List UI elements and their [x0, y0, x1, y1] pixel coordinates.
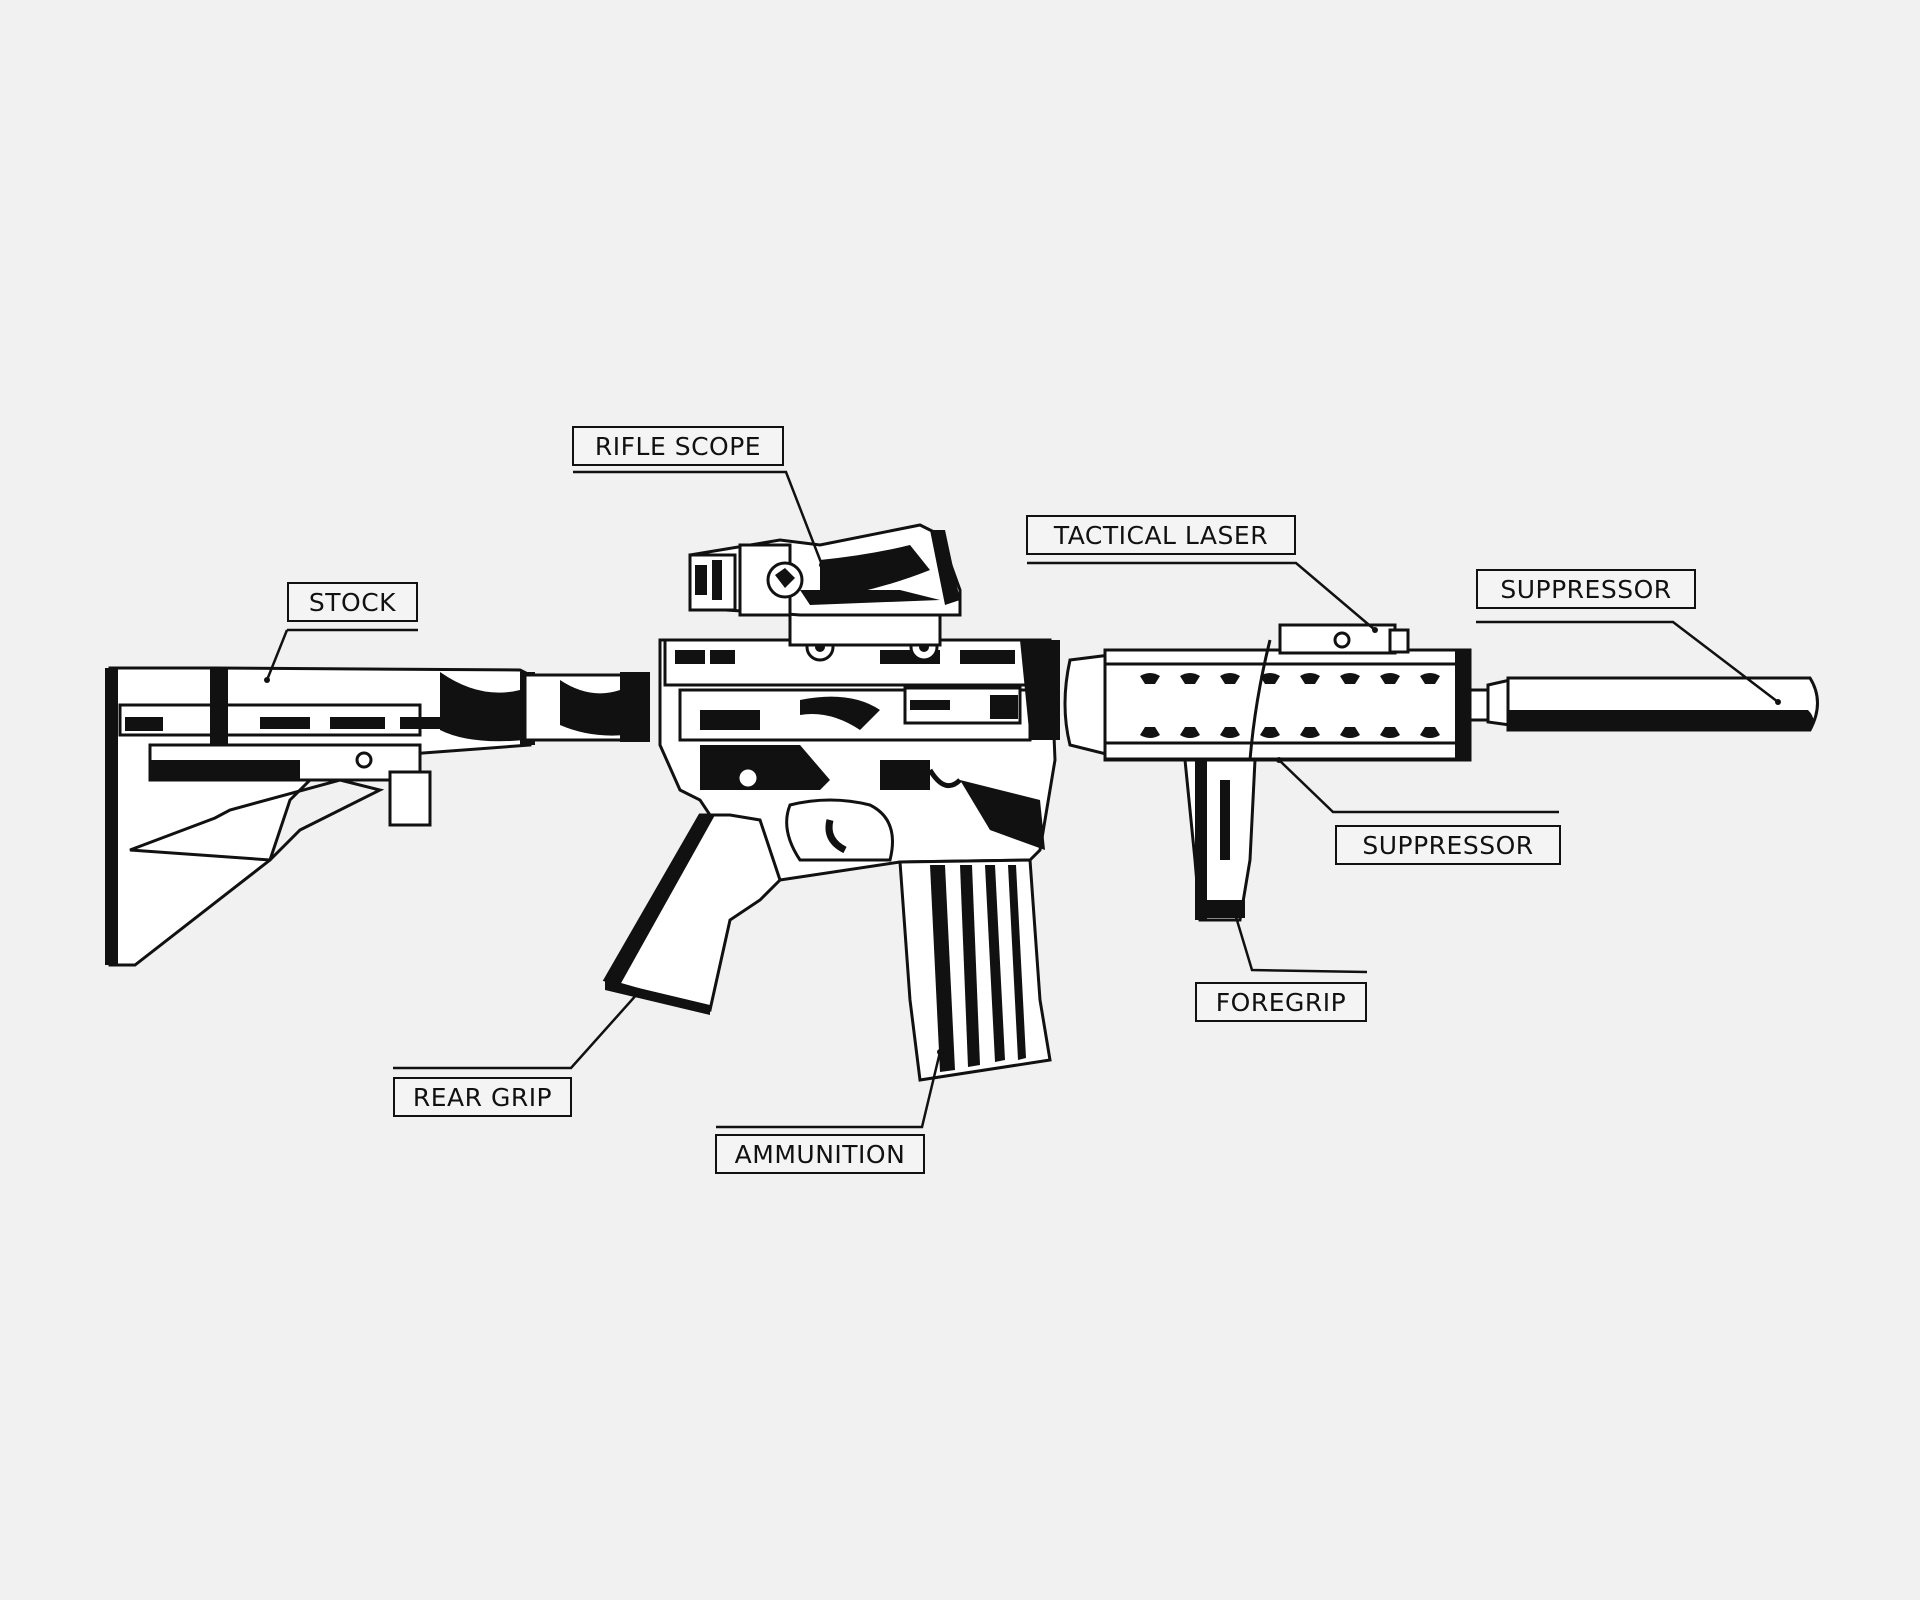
leader-line-tactical-laser	[1027, 561, 1376, 631]
leader-line-suppressor-top	[1476, 620, 1779, 703]
leader-line-foregrip	[1231, 906, 1368, 974]
leader-line-suppressor-bottom	[1278, 759, 1559, 814]
label-foregrip: FOREGRIP	[1195, 982, 1367, 1022]
label-suppressor-top: SUPPRESSOR	[1476, 569, 1696, 609]
rifle-scope-shape	[688, 523, 962, 647]
label-tactical-laser: TACTICAL LASER	[1026, 515, 1296, 555]
leader-line-rear-grip	[393, 992, 639, 1070]
leader-dots	[264, 562, 1781, 1055]
label-ammunition: AMMUNITION	[715, 1134, 925, 1174]
stock-shape	[105, 666, 535, 967]
label-suppressor-bottom: SUPPRESSOR	[1335, 825, 1561, 865]
label-rear-grip: REAR GRIP	[393, 1077, 572, 1117]
label-stock: STOCK	[287, 582, 418, 622]
foregrip-shape	[1183, 758, 1257, 922]
label-rifle-scope: RIFLE SCOPE	[572, 426, 784, 466]
magazine-shape	[898, 858, 1052, 1082]
rear-grip-shape	[602, 813, 782, 1015]
leader-line-stock	[265, 628, 418, 681]
leader-line-rifle-scope	[573, 470, 824, 566]
handguard-shape	[1063, 648, 1472, 762]
buffer-tube-shape	[523, 672, 650, 742]
leader-lines	[265, 470, 1779, 1129]
suppressor-shape	[1468, 676, 1819, 732]
leader-line-ammunition	[716, 1051, 942, 1129]
